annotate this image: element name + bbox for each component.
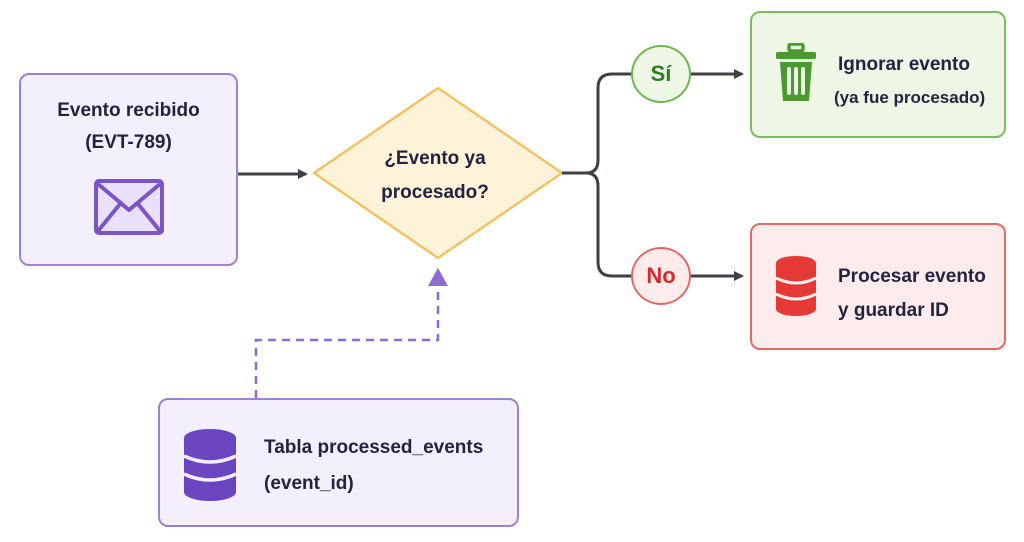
process-event-subtitle: y guardar ID — [838, 300, 949, 321]
envelope-icon — [94, 179, 164, 235]
event-received-title: Evento recibido — [57, 100, 200, 121]
ignore-event-node: Ignorar evento (ya fue procesado) — [750, 11, 1006, 138]
database-icon — [183, 429, 237, 501]
decision-diamond — [312, 86, 564, 260]
ignore-event-subtitle: (ya fue procesado) — [834, 88, 986, 107]
decision-label: ¿Evento ya procesado? — [340, 142, 530, 210]
trash-icon — [776, 43, 816, 101]
event-received-id: (EVT-789) — [85, 132, 172, 153]
table-subtitle: (event_id) — [264, 473, 354, 494]
event-received-node: Evento recibido (EVT-789) — [19, 73, 238, 266]
ignore-event-title: Ignorar evento — [838, 54, 970, 75]
branch-connector — [562, 72, 632, 278]
database-icon — [775, 256, 817, 316]
table-title: Tabla processed_events — [264, 437, 484, 458]
yes-branch-label: Sí — [631, 45, 691, 103]
decision-line-1: ¿Evento ya — [384, 148, 486, 169]
processed-events-table-node: Tabla processed_events (event_id) — [158, 398, 519, 527]
no-branch-label: No — [631, 247, 691, 305]
process-event-title: Procesar evento — [838, 266, 986, 287]
dashed-arrowhead — [428, 268, 448, 286]
decision-line-2: procesado? — [381, 182, 489, 203]
dashed-lookup-link — [254, 286, 440, 398]
process-event-node: Procesar evento y guardar ID — [750, 223, 1006, 350]
